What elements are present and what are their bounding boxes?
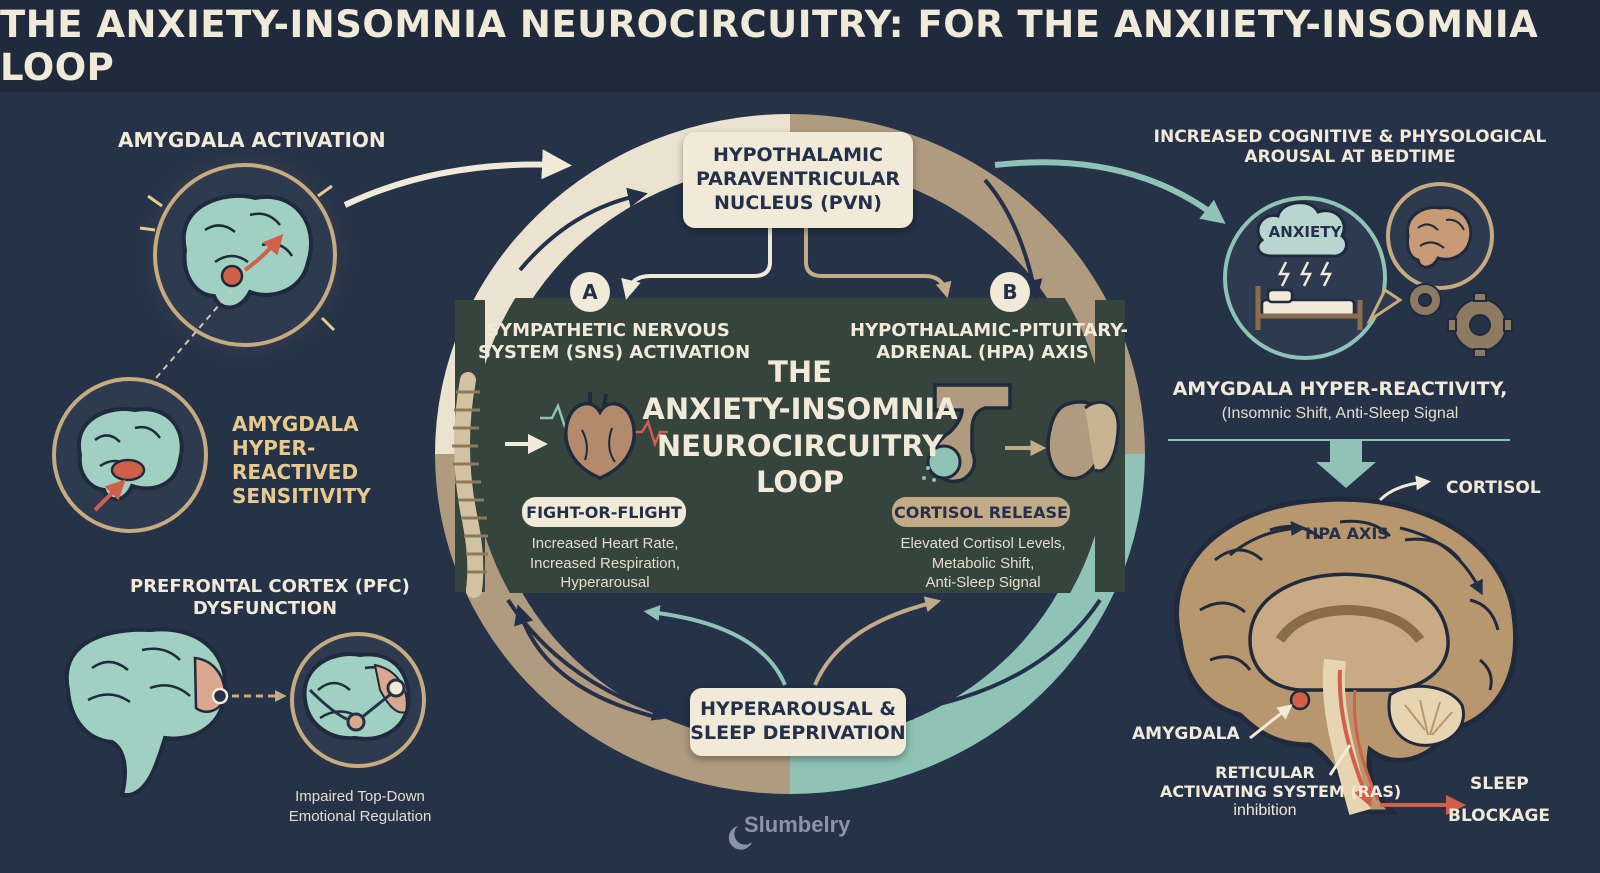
amygdala-hyper-label: AMYGDALA HYPER- REACTIVED SENSITIVITY <box>232 412 371 508</box>
heart-icon <box>540 392 668 480</box>
brand-logo: Slumbelry <box>722 812 850 838</box>
loop-center-title: THE ANXIETY-INSOMNIA NEUROCIRCUITRY LOOP <box>642 355 958 500</box>
spine-icon <box>452 372 488 598</box>
pfc-brain-illustration <box>64 627 426 797</box>
hpa-axis-label: HPA AXIS <box>1305 524 1389 543</box>
amygdala-activation-label: AMYGDALA ACTIVATION <box>118 128 386 152</box>
fight-or-flight-desc: Increased Heart Rate, Increased Respirat… <box>529 535 681 591</box>
brand-moon-icon <box>728 826 752 850</box>
hpa-title: HYPOTHALAMIC-PITUITARY- ADRENAL (HPA) AX… <box>850 320 1128 363</box>
badge-b: B <box>990 272 1030 312</box>
brand-name: Slumbelry <box>744 812 851 837</box>
down-arrow-icon <box>1316 440 1376 488</box>
arrow-to-pvn <box>343 149 572 208</box>
arousal-title: INCREASED COGNITIVE & PHYSOLOGICAL AROUS… <box>1153 127 1547 168</box>
pfc-title: PREFRONTAL CORTEX (PFC) DYSFUNCTION <box>130 576 410 619</box>
cortisol-release-desc: Elevated Cortisol Levels, Metabolic Shif… <box>900 535 1066 591</box>
pvn-box: HYPOTHALAMIC PARAVENTRICULAR NUCLEUS (PV… <box>683 132 913 228</box>
arrow-to-arousal <box>994 159 1226 224</box>
cortisol-label: CORTISOL <box>1446 478 1541 498</box>
bedtime-illustration <box>1223 196 1387 360</box>
hyperarousal-box: HYPERAROUSAL & SLEEP DEPRIVATION <box>690 688 906 756</box>
pituitary-gland-icon <box>922 383 1012 484</box>
amygdala-closeup-illustration <box>52 377 208 533</box>
large-brain-illustration <box>1174 475 1519 815</box>
badge-a: A <box>570 272 610 312</box>
thought-brain-icon <box>1366 182 1494 325</box>
title-bar: THE ANXIETY-INSOMNIA NEUROCIRCUITRY: FOR… <box>0 0 1600 92</box>
ras-label: RETICULAR ACTIVATING SYSTEM (RAS) inhibi… <box>1160 763 1402 820</box>
amygdala-hyper-reactivity-title: AMYGDALA HYPER-REACTIVITY, <box>1172 378 1508 400</box>
cortisol-release-pill: CORTISOL RELEASE <box>892 497 1070 527</box>
sleep-blockage-label: SLEEP BLOCKAGE <box>1448 774 1551 827</box>
anxiety-cloud-label: ANXIETY <box>1268 223 1342 241</box>
adrenal-gland-icon <box>1046 400 1120 481</box>
sns-title: SYMPATHETIC NERVOUS SYSTEM (SNS) ACTIVAT… <box>478 320 751 363</box>
pfc-caption: Impaired Top-Down Emotional Regulation <box>288 788 432 825</box>
gears-icon <box>1408 283 1513 358</box>
page-title: THE ANXIETY-INSOMNIA NEUROCIRCUITRY: FOR… <box>0 3 1539 89</box>
fight-or-flight-pill: FIGHT-OR-FLIGHT <box>522 497 686 527</box>
amygdala-hyper-reactivity-sub: (Insomnic Shift, Anti-Sleep Signal <box>1221 405 1459 422</box>
amygdala-activation-illustration <box>127 137 363 386</box>
amygdala-label: AMYGDALA <box>1132 724 1240 744</box>
ring-arrows <box>506 178 1102 721</box>
